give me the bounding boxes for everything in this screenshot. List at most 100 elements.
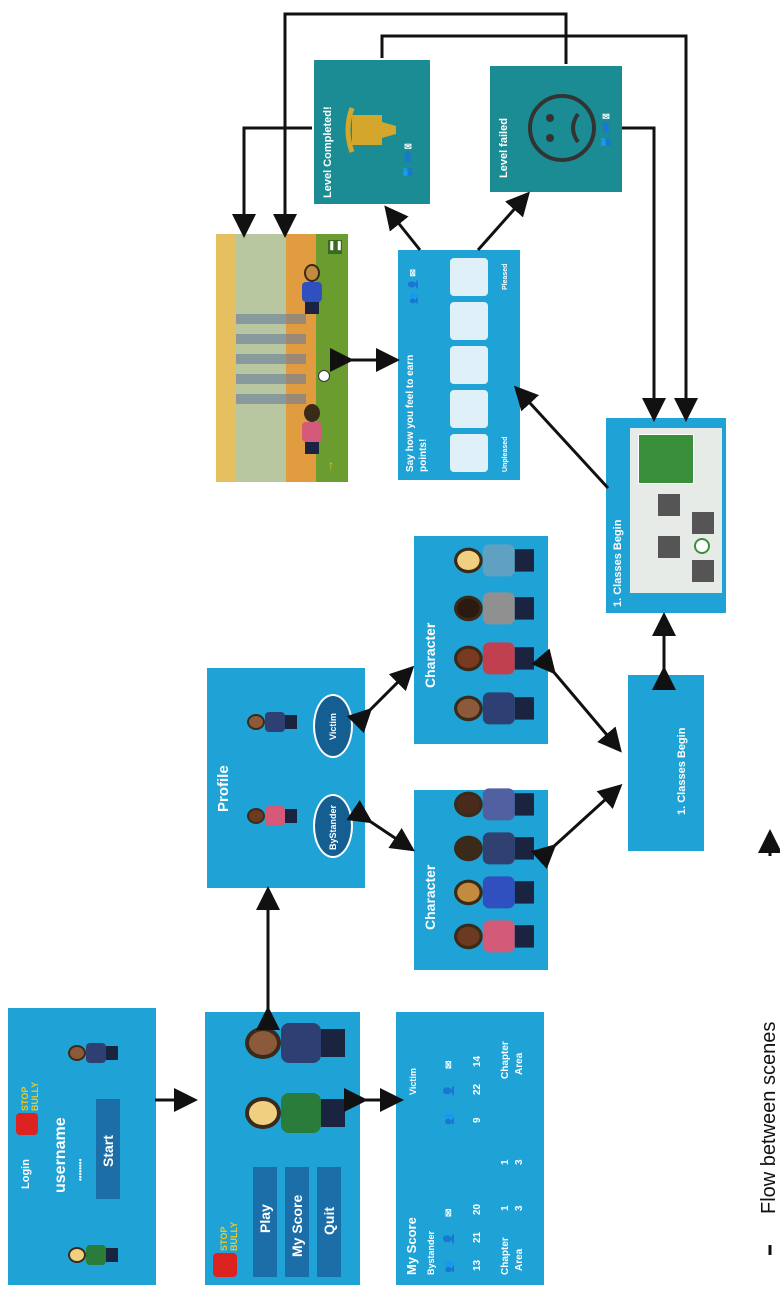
play-label: Play [257, 1204, 273, 1233]
bystander-area-label: Area [514, 1248, 525, 1271]
person-icon: 👤 [444, 1232, 455, 1245]
arrow-charV-classes [531, 648, 622, 753]
feel-scene: Say how you feel to earn points! Unpleas… [398, 250, 520, 480]
victim-value-3: 14 [472, 1055, 483, 1067]
bystander-value-1: 13 [472, 1259, 483, 1271]
arrow-profile-charV [346, 665, 415, 734]
stop-bully-logo: STOP BULLY [16, 1077, 40, 1135]
username-field[interactable]: username [52, 1117, 69, 1193]
character-right [68, 1039, 118, 1069]
person-icon: 👤 [444, 1084, 455, 1097]
victim-button[interactable]: Victim [313, 694, 353, 758]
my-score-button[interactable]: My Score [285, 1167, 309, 1277]
profile-scene: Profile ByStander Victim [207, 668, 365, 888]
rating-box-2[interactable] [450, 390, 488, 428]
legend: Flow between scenes [758, 860, 780, 1240]
victim-value-2: 22 [472, 1083, 483, 1095]
stop-bully-logo: STOP BULLY [213, 1207, 239, 1277]
level-completed-scene: 👥 👤 ✉ Level Completed! [314, 60, 430, 204]
play-button[interactable]: Play [253, 1167, 277, 1277]
arrow-profile-charB [346, 800, 415, 852]
building-1[interactable] [658, 494, 680, 516]
victim-avatar [247, 708, 297, 738]
password-field[interactable]: •••••••• [76, 1158, 85, 1181]
character-dark [245, 1015, 345, 1075]
character-option-2[interactable] [454, 636, 534, 684]
arrow-feel-failed [476, 191, 530, 251]
character-left [68, 1241, 118, 1271]
score-icons: 👥 👤 ✉ [402, 140, 412, 177]
arrow-feel-completed [384, 205, 422, 251]
feel-title: Say how you feel to earn points! [405, 354, 429, 472]
character-blonde [245, 1085, 345, 1145]
victim-value-1: 9 [472, 1117, 483, 1123]
classes-map-title: 1. Classes Begin [612, 519, 624, 607]
login-title: Login [20, 1159, 32, 1189]
quit-label: Quit [321, 1207, 337, 1235]
score-title: My Score [404, 1217, 419, 1275]
character-title: Character [422, 622, 438, 688]
character-option-3[interactable] [454, 586, 534, 634]
score-icons: 👥 👤 ✉ [600, 110, 610, 147]
character-option-2[interactable] [454, 870, 534, 918]
mail-icon: ✉ [444, 1060, 455, 1069]
pause-button[interactable]: ❚❚ [328, 240, 343, 254]
bystander-chapter-label: Chapter [500, 1237, 511, 1275]
quit-button[interactable]: Quit [317, 1167, 341, 1277]
bystander-avatar [247, 802, 297, 832]
rating-box-5[interactable] [450, 258, 488, 296]
arrow-failed-map [622, 126, 666, 422]
ball-icon[interactable] [318, 370, 330, 382]
score-icons: 👥 👤 ✉ [408, 269, 418, 304]
bystander-chapter-value: 1 [500, 1205, 511, 1211]
arrow-charB-classes [530, 783, 623, 869]
rating-box-4[interactable] [450, 302, 488, 340]
building-4[interactable] [692, 560, 714, 582]
character-option-3[interactable] [454, 826, 534, 874]
character-bystander-scene: Character [414, 788, 548, 970]
unpleased-label: Unpleased [502, 436, 509, 472]
bystander-label: Bystander [426, 1230, 436, 1275]
character-option-4[interactable] [454, 538, 534, 586]
main-menu-scene: STOP BULLY Play My Score Quit [205, 1012, 360, 1285]
building-2[interactable] [692, 512, 714, 534]
bystander-value-3: 20 [472, 1203, 483, 1215]
start-label: Start [100, 1135, 116, 1167]
crowd-icon: 👥 [444, 1260, 455, 1273]
player-character[interactable] [296, 264, 326, 314]
character-option-1[interactable] [454, 914, 534, 962]
victim-chapter-value: 1 [500, 1159, 511, 1165]
classes-begin-title: 1. Classes Begin [676, 727, 688, 815]
legend-text: Flow between scenes [758, 1021, 780, 1214]
mail-icon: ✉ [444, 1208, 455, 1217]
campus-map[interactable] [630, 428, 722, 593]
stop-sign-icon [16, 1113, 38, 1135]
victim-chapter-label: Chapter [500, 1041, 511, 1079]
level-failed-scene: 👥 👤 ✉ Level failed [490, 66, 622, 192]
logo-text: STOP BULLY [20, 1081, 40, 1111]
sad-face-icon [524, 90, 600, 166]
building-3[interactable] [658, 536, 680, 558]
back-arrow-icon[interactable]: ↑ [328, 458, 334, 472]
rating-box-1[interactable] [450, 434, 488, 472]
character-option-1[interactable] [454, 686, 534, 734]
trophy-icon [342, 100, 402, 160]
victim-area-label: Area [514, 1052, 525, 1075]
my-score-label: My Score [289, 1194, 305, 1257]
classes-map-scene: 1. Classes Begin [606, 418, 726, 613]
location-marker-icon[interactable] [694, 538, 710, 554]
crowd-icon: 👥 [444, 1112, 455, 1125]
victim-label: Victim [408, 1068, 418, 1095]
start-button[interactable]: Start [96, 1099, 120, 1199]
window-grid [236, 304, 306, 404]
classes-begin-scene: 1. Classes Begin [628, 675, 704, 851]
logo-text: STOP BULLY [219, 1221, 239, 1251]
character-victim-scene: Character [414, 536, 548, 744]
npc-character[interactable] [296, 404, 326, 454]
stop-sign-icon [213, 1253, 237, 1277]
bystander-area-value: 3 [514, 1205, 525, 1211]
rating-box-3[interactable] [450, 346, 488, 384]
character-option-4[interactable] [454, 782, 534, 830]
level-completed-title: Level Completed! [322, 106, 334, 198]
bystander-button[interactable]: ByStander [313, 794, 353, 858]
